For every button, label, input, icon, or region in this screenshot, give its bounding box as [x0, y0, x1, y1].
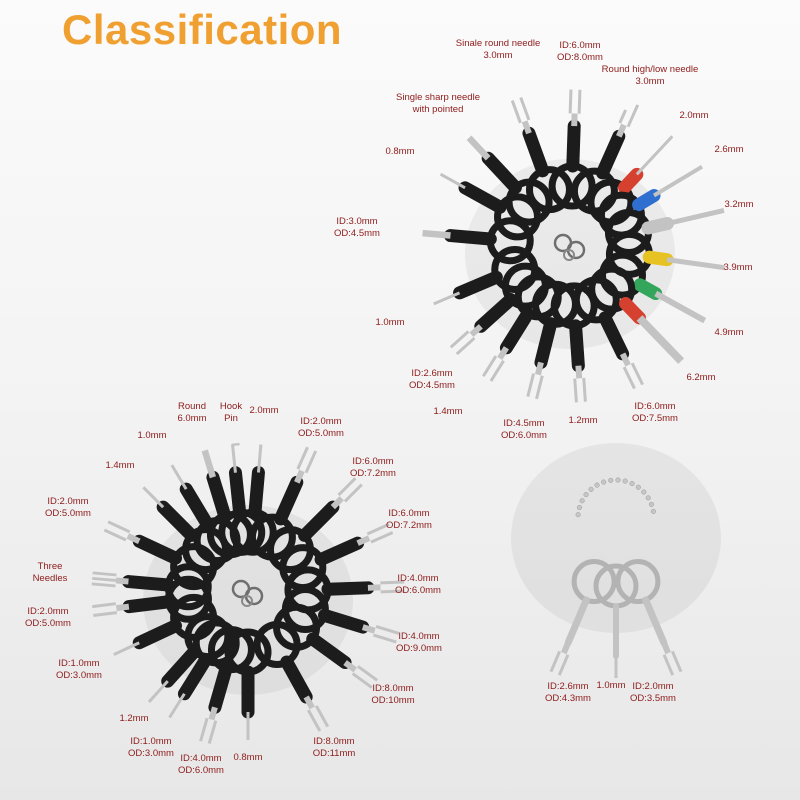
chain-tool-set [511, 443, 721, 678]
page-title: Classification [62, 6, 343, 53]
bottom-left-tool-ring [91, 442, 405, 744]
top-tool-ring [422, 89, 725, 403]
